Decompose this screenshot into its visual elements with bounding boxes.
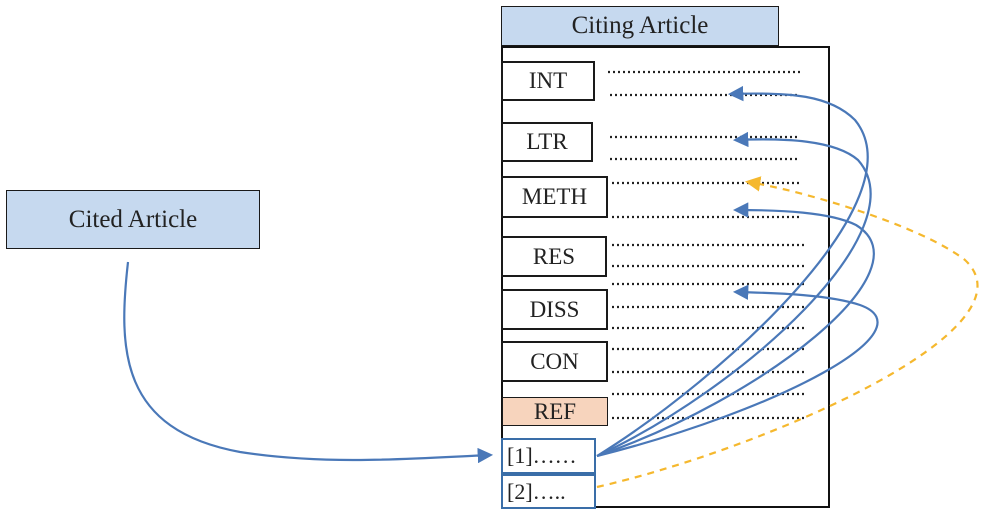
citation-arrow-ref1-to-meth (596, 202, 875, 458)
section-con: CON (501, 341, 608, 382)
reference-entry-1-text: [1]…… (507, 443, 577, 468)
section-res: RES (501, 236, 607, 277)
section-con-label: CON (530, 348, 579, 374)
citation-arrow-ref1-to-int (596, 85, 869, 457)
citing-article-title: Citing Article (571, 12, 709, 39)
section-ltr: LTR (501, 122, 593, 162)
section-meth: METH (501, 176, 608, 218)
citation-arrow-cited-to-ref1 (123, 261, 494, 464)
citation-arrow-ref1-to-diss (596, 284, 879, 458)
cited-article-label: Cited Article (68, 205, 198, 233)
cited-article-box: Cited Article (6, 190, 260, 249)
reference-entry-2: [2]….. (501, 474, 596, 509)
section-res-label: RES (532, 243, 576, 269)
section-diss: DISS (501, 289, 608, 330)
section-ref-label: REF (533, 398, 577, 424)
section-meth-label: METH (521, 184, 588, 209)
citation-arrow-ref2-to-meth (596, 176, 979, 489)
citation-arrow-ref1-to-ltr (596, 131, 872, 457)
reference-entry-2-text: [2]….. (507, 478, 566, 504)
section-ltr-label: LTR (526, 129, 568, 154)
section-int: INT (501, 61, 595, 101)
section-diss-label: DISS (529, 296, 580, 322)
section-int-label: INT (528, 68, 568, 93)
citing-article-header: Citing Article (501, 6, 779, 46)
in-text-citation-arrows (596, 85, 879, 458)
section-ref: REF (502, 397, 608, 426)
reference-entry-1: [1]…… (501, 438, 596, 474)
dotted-text-lines (608, 70, 805, 420)
